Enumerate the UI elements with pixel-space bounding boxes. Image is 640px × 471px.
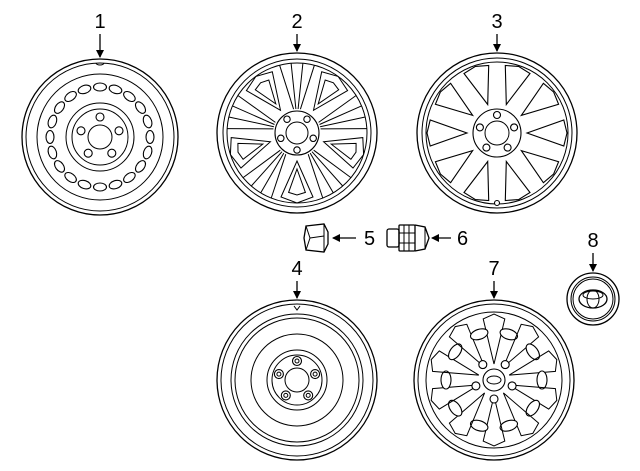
lug-nut-icon [303, 223, 329, 253]
callout-2: 2 [291, 11, 302, 33]
spare-wheel-icon [216, 299, 378, 461]
center-cap-icon [566, 272, 620, 326]
steel-wheel-icon [21, 58, 179, 216]
alloy-wheel-split-spoke-icon [216, 52, 378, 214]
callout-8: 8 [587, 230, 598, 252]
callout-7: 7 [488, 258, 499, 280]
callout-5: 5 [364, 228, 375, 250]
lock-lug-nut-icon [386, 224, 430, 252]
callout-3: 3 [491, 11, 502, 33]
callout-1: 1 [94, 11, 105, 33]
wheel-cover-icon [413, 299, 575, 461]
alloy-wheel-ten-spoke-icon [416, 52, 578, 214]
callout-4: 4 [291, 258, 302, 280]
callout-6: 6 [457, 228, 468, 250]
